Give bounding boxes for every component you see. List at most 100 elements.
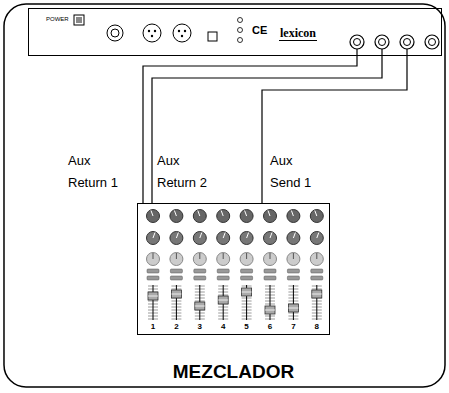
fader-scale-tick [265,301,275,302]
fader-scale-tick [171,307,181,308]
fader-scale-tick [265,310,275,311]
power-label: POWER [46,16,69,23]
fader-scale-tick [195,313,205,314]
fader-scale-tick [242,307,252,308]
knob-pointer [268,211,270,217]
power-switch-rocker [76,17,82,23]
fader-cap-line [312,294,322,295]
knob-pointer [293,233,295,239]
fader-scale-tick [265,292,275,293]
fader-cap [288,304,298,312]
aux-knob [147,232,160,245]
channel-button [217,269,229,273]
knob-pointer [270,253,271,259]
fader-scale-tick [265,298,275,299]
fader-scale-tick [218,310,228,311]
knob-pointer [153,253,154,259]
audio-cable [152,56,382,203]
fader-scale-tick [218,295,228,296]
channel-button [287,276,299,280]
cable-label: Aux Return 1 [68,150,122,194]
channel-button [170,269,182,273]
fader-scale-tick [218,307,228,308]
fader-scale-tick [148,310,158,311]
footswitch-jack-inner [111,29,119,37]
fader-scale-tick [195,298,205,299]
knob-pointer [176,253,177,259]
fader-scale-tick [242,292,252,293]
pan-knob [264,253,277,266]
channel-button [147,276,159,280]
fader-scale-tick [148,313,158,314]
fader-scale-tick [148,316,158,317]
status-led [238,38,243,43]
fader-scale-tick [242,298,252,299]
knob-pointer [221,211,223,217]
fader-scale-tick [288,289,298,290]
knob-pointer [151,211,153,217]
fader-scale-tick [312,289,322,290]
fader-scale-tick [288,301,298,302]
channel-button [194,269,206,273]
fader-scale-tick [195,301,205,302]
aux-knob [310,232,323,245]
fader-scale-tick [265,304,275,305]
channel-number: 8 [311,322,323,332]
aux-knob [287,232,300,245]
channel-number: 1 [147,322,159,332]
fader-scale-tick [148,319,158,320]
output-jack-inner [354,39,361,46]
fader-scale-tick [288,316,298,317]
channel-button [264,269,276,273]
midi-pin [151,35,153,37]
knob-pointer [293,253,294,259]
fader-cap-line [171,294,181,295]
mixer-controls [147,210,324,321]
fader-scale-tick [242,310,252,311]
fader-scale-tick [265,289,275,290]
pan-knob [240,253,253,266]
channel-number: 2 [170,322,182,332]
fader-scale-tick [195,316,205,317]
cable-label: Aux Return 2 [157,150,211,194]
fader-scale-tick [288,319,298,320]
channel-button [170,276,182,280]
fader-scale-tick [265,286,275,287]
gain-knob [147,210,160,223]
channel-button [241,276,253,280]
gain-knob [170,210,183,223]
knob-pointer [174,211,176,217]
channel-button [194,276,206,280]
audio-cable [262,56,407,203]
fader-scale-tick [195,286,205,287]
fader-scale-tick [242,304,252,305]
knob-pointer [198,211,200,217]
channel-number: 3 [194,322,206,332]
knob-pointer [246,253,247,259]
channel-button [241,269,253,273]
fader-scale-tick [288,286,298,287]
fader-track [270,285,271,320]
fader-scale-tick [312,286,322,287]
fader-scale-tick [288,292,298,293]
fader-cap [242,288,252,296]
fader-scale-tick [171,319,181,320]
channel-number: 4 [217,322,229,332]
fader-cap [195,302,205,310]
effects-unit-rear-panel: lexicon [28,8,442,56]
fader-scale-tick [218,286,228,287]
gain-knob [193,210,206,223]
channel-button [311,276,323,280]
fader-cap-line [148,296,158,297]
midi-pin [184,30,186,32]
fader-scale-tick [171,301,181,302]
fader-scale-tick [171,316,181,317]
knob-pointer [153,233,155,239]
fader-scale-tick [288,295,298,296]
fader-scale-tick [148,289,158,290]
output-jack [350,35,364,49]
fader-cap-line [195,306,205,307]
fader-scale-tick [218,289,228,290]
pan-knob [193,253,206,266]
fader-scale-tick [242,286,252,287]
